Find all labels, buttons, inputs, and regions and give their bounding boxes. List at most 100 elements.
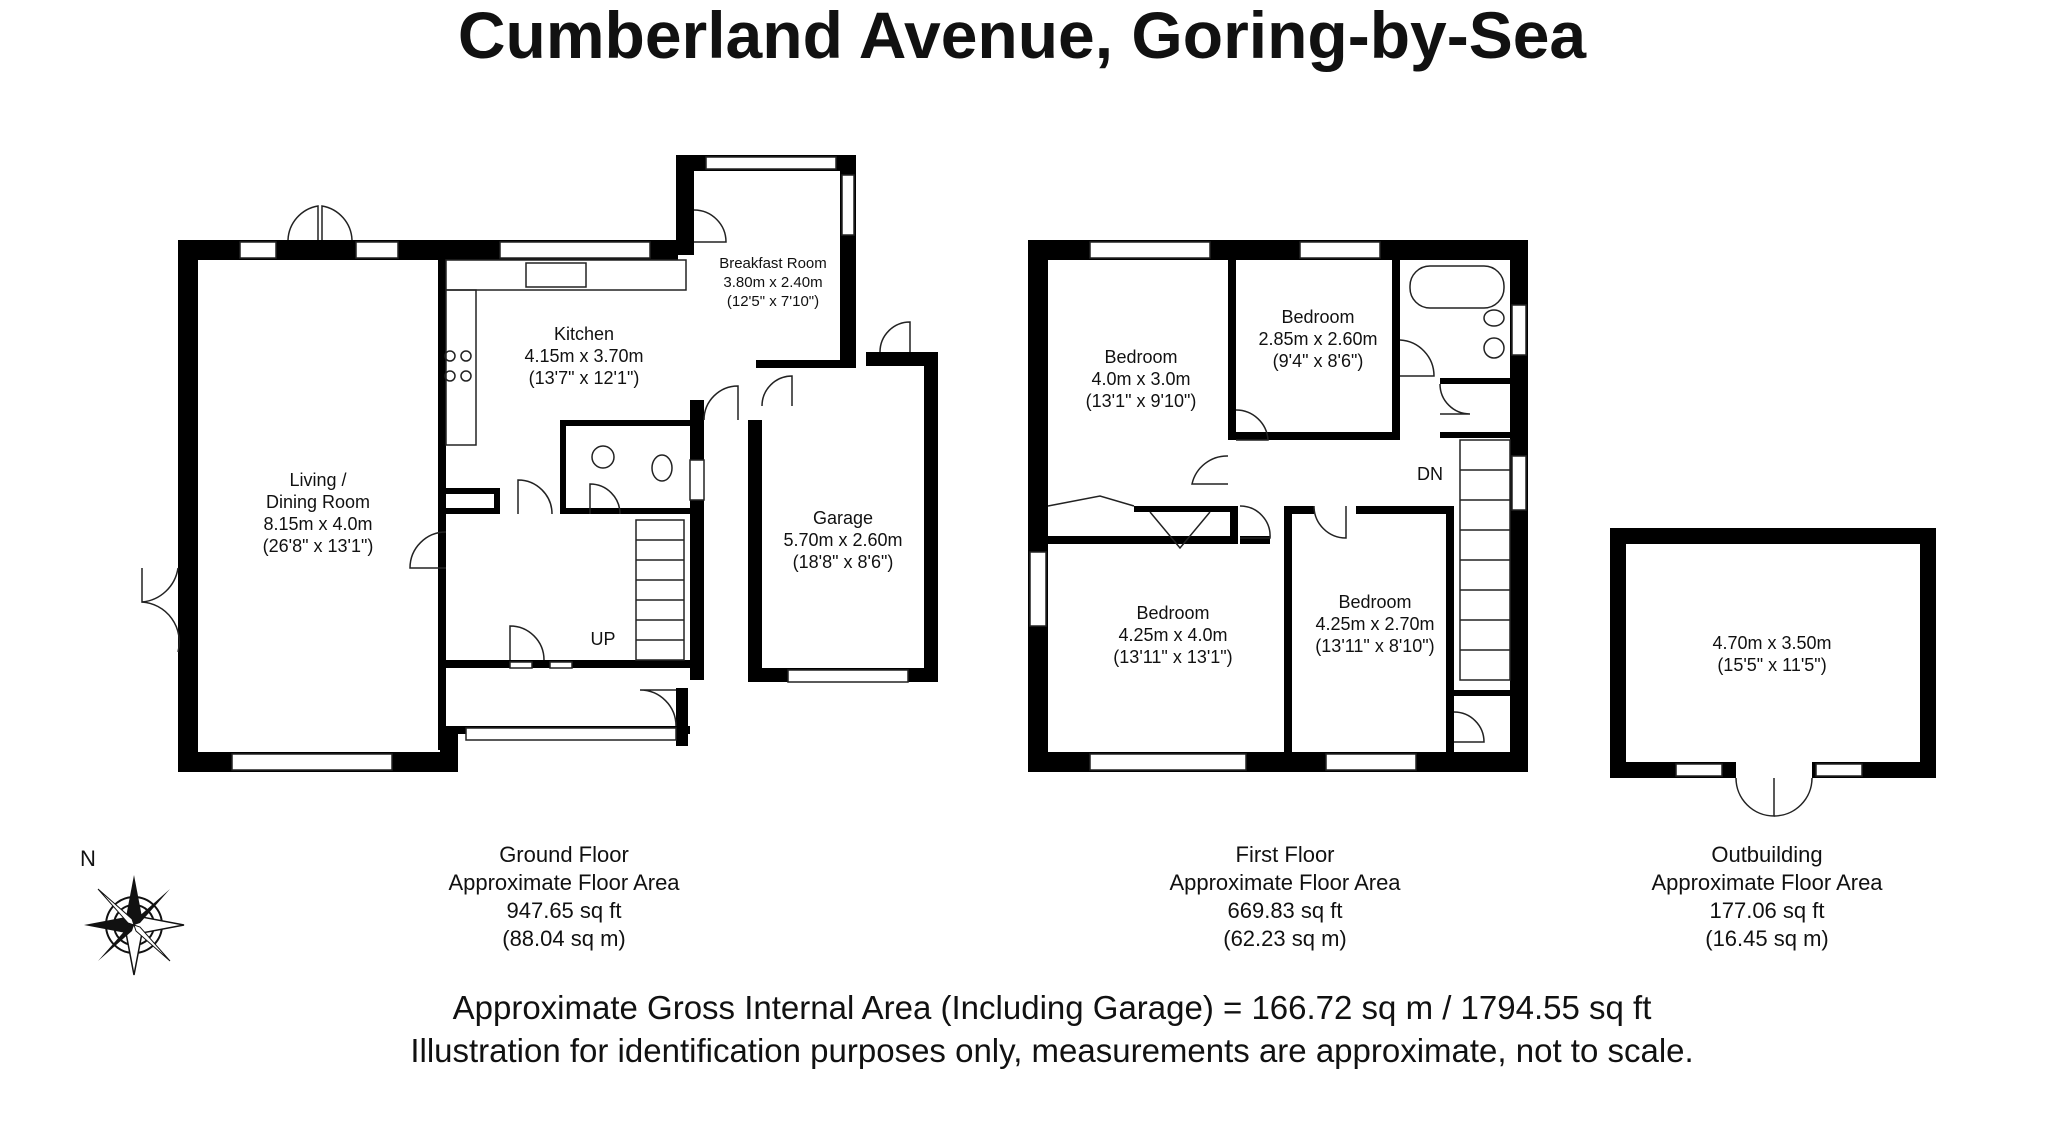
- wall: [1134, 506, 1238, 512]
- wall: [1228, 240, 1236, 440]
- wall: [756, 360, 856, 368]
- hob-ring: [444, 350, 456, 362]
- window: [1511, 455, 1527, 511]
- window: [1089, 753, 1247, 771]
- room-label-breakfast: Breakfast Room 3.80m x 2.40m (12'5" x 7'…: [719, 255, 827, 310]
- wall: [924, 352, 938, 682]
- svg-text:(13'1" x 9'10"): (13'1" x 9'10"): [1086, 391, 1197, 411]
- room-label-bedroom-3: Bedroom 4.25m x 4.0m (13'11" x 13'1"): [1113, 603, 1232, 667]
- window: [465, 727, 677, 741]
- window: [1511, 304, 1527, 356]
- toilet: [651, 454, 673, 482]
- window: [689, 459, 705, 501]
- svg-text:(62.23 sq m): (62.23 sq m): [1223, 926, 1347, 951]
- staircase-up: [635, 519, 685, 661]
- first-floor-plan: DN Bedroom 4.0m x 3.0m (13'1" x 9'10") B…: [1028, 240, 1528, 772]
- door: [287, 205, 319, 241]
- svg-text:Bedroom: Bedroom: [1338, 592, 1411, 612]
- room-label-garage: Garage 5.70m x 2.60m (18'8" x 8'6"): [783, 508, 902, 572]
- wall: [1356, 506, 1452, 514]
- svg-text:3.80m x 2.40m: 3.80m x 2.40m: [723, 274, 822, 291]
- svg-text:(16.45 sq m): (16.45 sq m): [1705, 926, 1829, 951]
- svg-text:(13'11" x 13'1"): (13'11" x 13'1"): [1113, 647, 1232, 667]
- svg-text:Approximate Floor Area: Approximate Floor Area: [1169, 870, 1401, 895]
- door: [409, 531, 447, 569]
- room-label-kitchen: Kitchen 4.15m x 3.70m (13'7" x 12'1"): [524, 324, 643, 388]
- gross-area-text: Approximate Gross Internal Area (Includi…: [453, 989, 1652, 1026]
- wall: [178, 240, 198, 770]
- door: [1313, 505, 1347, 539]
- wall: [1284, 506, 1292, 772]
- wall: [440, 488, 500, 494]
- svg-text:(88.04 sq m): (88.04 sq m): [502, 926, 626, 951]
- wall: [560, 508, 690, 514]
- door: [321, 205, 353, 241]
- first-floor-summary: First Floor Approximate Floor Area 669.8…: [1169, 842, 1401, 951]
- door: [589, 483, 621, 515]
- ground-floor-summary: Ground Floor Approximate Floor Area 947.…: [448, 842, 680, 951]
- svg-text:4.0m x 3.0m: 4.0m x 3.0m: [1091, 369, 1190, 389]
- basin: [1483, 337, 1505, 359]
- door: [703, 385, 739, 421]
- window: [1299, 241, 1381, 259]
- svg-text:(9'4" x 8'6"): (9'4" x 8'6"): [1273, 351, 1364, 371]
- door: [509, 625, 545, 661]
- worktop: [445, 259, 687, 291]
- door: [1239, 505, 1271, 539]
- wall: [676, 688, 688, 746]
- room-label-bedroom-4: Bedroom 4.25m x 2.70m (13'11" x 8'10"): [1315, 592, 1434, 656]
- wardrobe-door: [1149, 511, 1211, 550]
- staircase-down: [1459, 439, 1511, 681]
- toilet: [1483, 309, 1505, 327]
- door: [1235, 409, 1269, 441]
- window: [841, 174, 855, 236]
- window: [1089, 241, 1211, 259]
- svg-text:Bedroom: Bedroom: [1104, 347, 1177, 367]
- disclaimer-text: Illustration for identification purposes…: [410, 1032, 1693, 1069]
- window: [239, 241, 277, 259]
- sink: [525, 262, 587, 288]
- wall: [440, 730, 458, 772]
- door: [1399, 339, 1435, 377]
- wall: [560, 420, 690, 426]
- wall: [748, 420, 762, 680]
- wall: [494, 488, 500, 514]
- basin: [591, 445, 615, 469]
- door: [879, 321, 911, 353]
- window: [705, 156, 837, 170]
- window: [231, 753, 393, 771]
- window: [549, 661, 573, 669]
- svg-text:Garage: Garage: [813, 508, 873, 528]
- svg-text:669.83 sq ft: 669.83 sq ft: [1228, 898, 1343, 923]
- wall: [438, 240, 446, 750]
- door: [1191, 455, 1229, 485]
- wall: [1240, 536, 1270, 544]
- door: [141, 567, 179, 603]
- svg-text:Kitchen: Kitchen: [554, 324, 614, 344]
- wall: [1230, 506, 1238, 544]
- wall: [1610, 528, 1936, 544]
- door: [1735, 777, 1775, 817]
- wall: [1454, 690, 1512, 696]
- wall: [440, 508, 500, 514]
- window: [355, 241, 399, 259]
- wall: [866, 352, 938, 366]
- svg-text:Dining Room: Dining Room: [266, 492, 370, 512]
- door: [517, 479, 553, 515]
- wall: [676, 155, 694, 255]
- window: [1675, 763, 1723, 777]
- stair-label-up: UP: [590, 629, 615, 649]
- hob-ring: [444, 370, 456, 382]
- svg-text:Ground Floor: Ground Floor: [499, 842, 629, 867]
- door: [141, 601, 181, 653]
- worktop: [445, 289, 477, 446]
- wall: [1028, 240, 1048, 770]
- svg-text:4.70m x 3.50m: 4.70m x 3.50m: [1712, 633, 1831, 653]
- svg-text:(15'5" x 11'5"): (15'5" x 11'5"): [1717, 655, 1826, 675]
- svg-text:(12'5" x 7'10"): (12'5" x 7'10"): [727, 293, 819, 310]
- wall: [1048, 536, 1238, 544]
- wall: [1610, 528, 1626, 778]
- svg-text:(18'8" x 8'6"): (18'8" x 8'6"): [793, 552, 894, 572]
- window: [787, 669, 909, 683]
